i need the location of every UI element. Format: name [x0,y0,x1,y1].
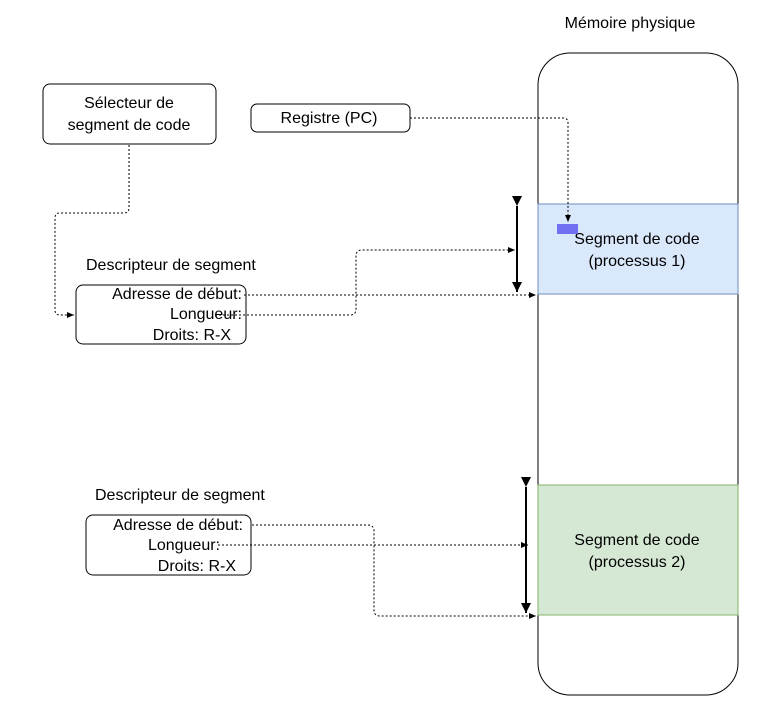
code-segment-2-process: (processus 2) [589,554,686,571]
descriptor-1-base-field: Adresse de début: [112,286,242,303]
descriptor-2-length-field: Longueur: [148,537,220,554]
selector-label-line2: segment de code [68,117,191,134]
code-segment-2-label: Segment de code [574,532,700,549]
descriptor-2-base-field: Adresse de début: [113,517,243,534]
pc-position-marker [557,224,578,234]
code-segment-1-label: Segment de code [574,231,700,248]
code-segment-selector-box [42,83,217,145]
descriptor-1-length-to-segment-size-arrow [215,247,515,316]
code-segment-1-process: (processus 1) [589,253,686,270]
pc-register-label: Registre (PC) [281,110,378,127]
descriptor-1-length-field: Longueur: [170,306,242,323]
memory-title: Mémoire physique [565,15,696,32]
descriptor-2-base-to-segment-start-arrow [252,524,536,619]
register-to-memory-arrow [410,117,571,222]
descriptor-1-title: Descripteur de segment [86,257,256,274]
descriptor-2-rights-field: Droits: R-X [158,558,237,575]
code-segment-process-2 [537,484,739,616]
descriptor-1-rights-field: Droits: R-X [153,327,232,344]
segment-descriptor-1-box [75,284,247,345]
selector-label-line1: Sélecteur de [84,95,174,112]
code-segment-process-1 [537,203,739,295]
descriptor-2-title: Descripteur de segment [95,487,265,504]
